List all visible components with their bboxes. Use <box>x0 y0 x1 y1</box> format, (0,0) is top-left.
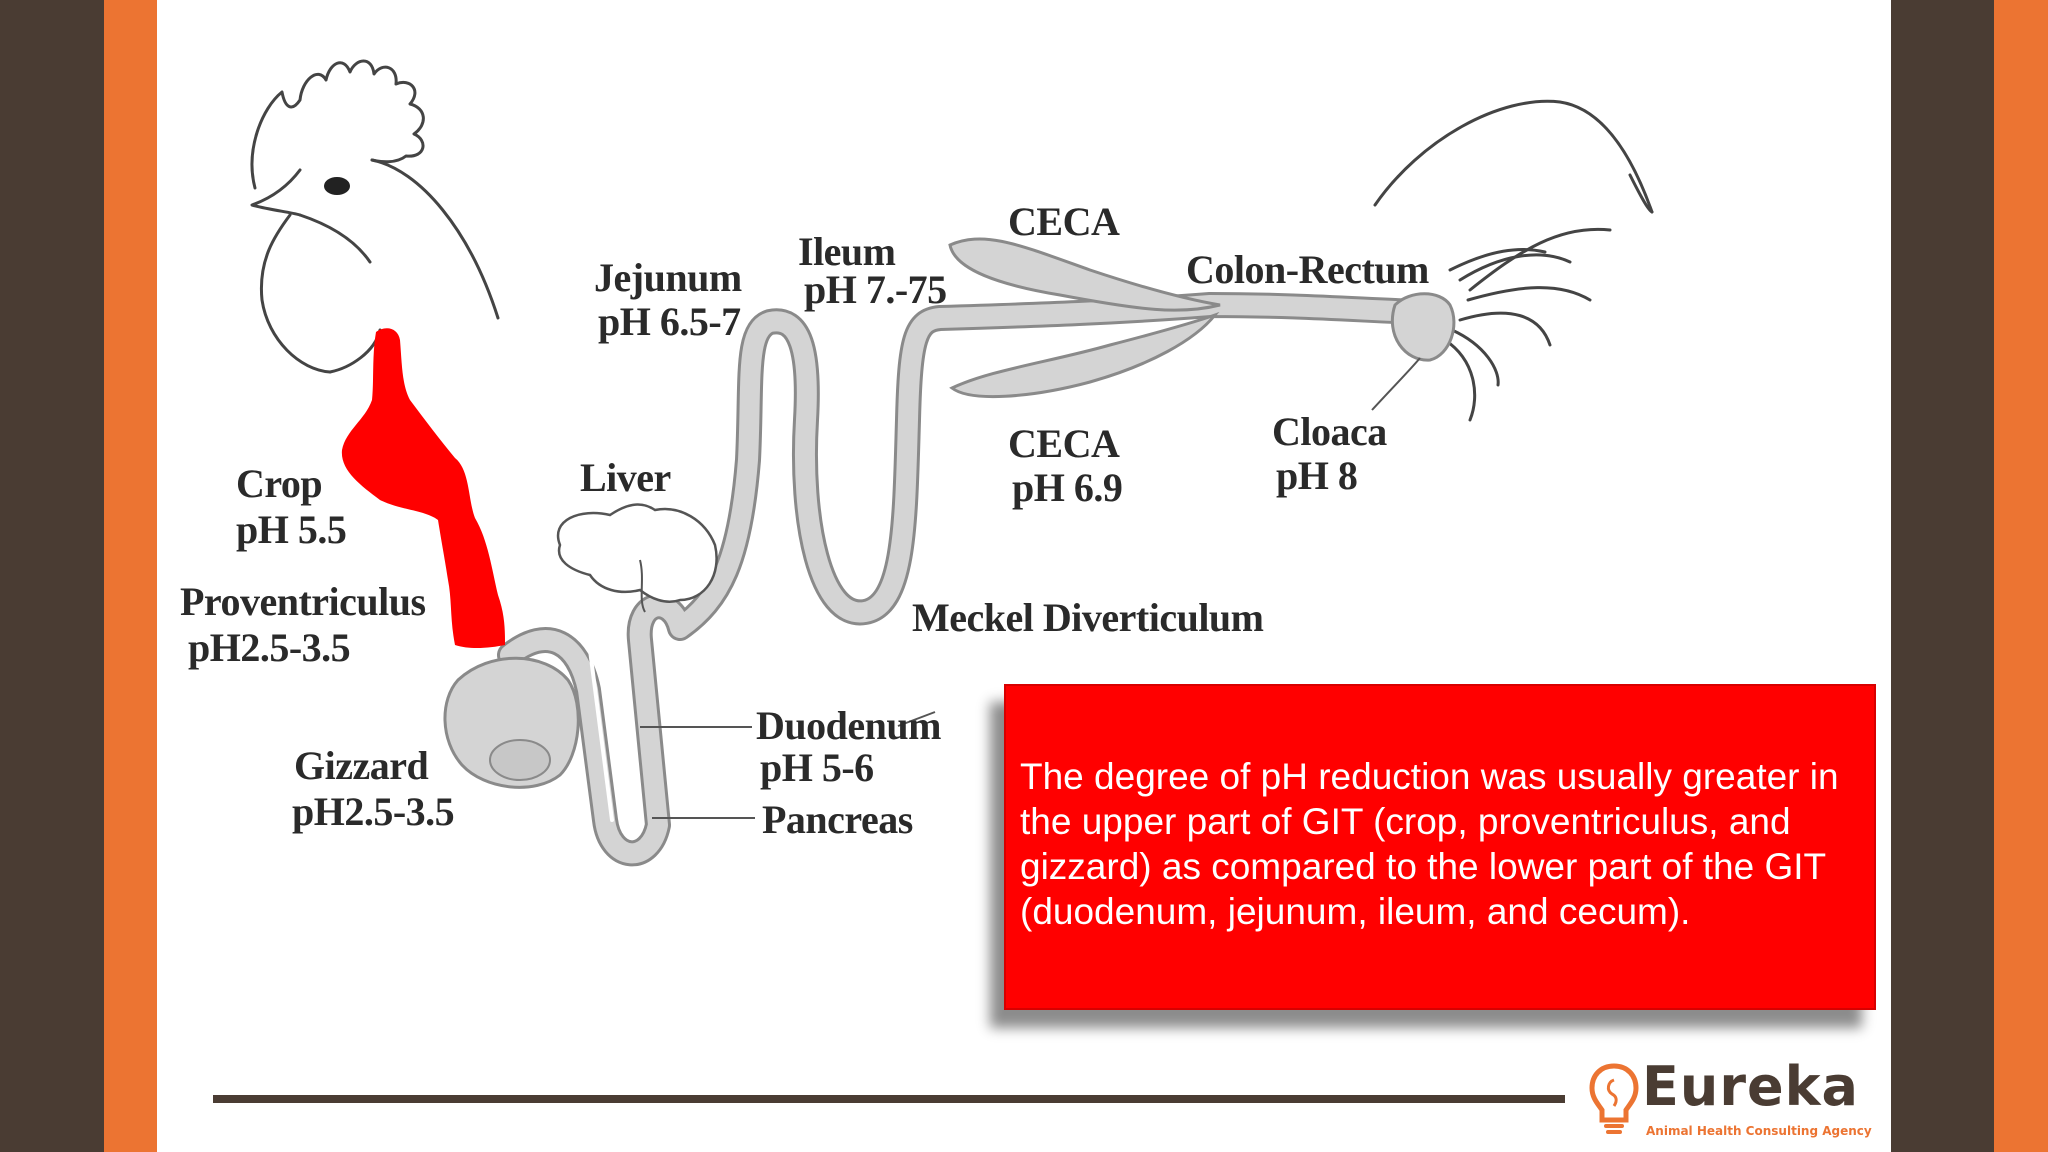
label-ileum-ph: pH 7.-75 <box>804 267 947 312</box>
summary-callout-text: The degree of pH reduction was usually g… <box>1020 756 1839 932</box>
label-proventriculus-ph: pH2.5-3.5 <box>188 625 351 670</box>
label-crop-ph: pH 5.5 <box>236 507 347 552</box>
label-cloaca: Cloaca <box>1272 409 1387 454</box>
label-ileum: Ileum <box>798 229 896 274</box>
cloaca-bulb <box>1390 292 1456 362</box>
leader-lines <box>640 357 1421 819</box>
label-liver: Liver <box>580 455 671 500</box>
eureka-logo: Eureka Animal Health Consulting Agency <box>1588 1058 1878 1142</box>
left-orange-band <box>104 0 157 1152</box>
label-duodenum: Duodenum <box>756 703 941 748</box>
label-ceca-bottom: CECA <box>1008 421 1120 466</box>
label-colon-rectum: Colon-Rectum <box>1186 247 1429 292</box>
intestinal-tract <box>497 292 1433 867</box>
label-proventriculus: Proventriculus <box>180 579 426 624</box>
label-ceca-top: CECA <box>1008 199 1120 244</box>
label-gizzard: Gizzard <box>294 743 429 788</box>
right-orange-band <box>1994 0 2048 1152</box>
label-jejunum: Jejunum <box>594 255 742 300</box>
label-ceca-bottom-ph: pH 6.9 <box>1012 465 1123 510</box>
rooster-tail-outline <box>1373 99 1654 422</box>
right-dark-band <box>1891 0 1994 1152</box>
rooster-head-outline <box>250 59 500 374</box>
label-crop: Crop <box>236 461 323 506</box>
liver-shape <box>556 503 718 603</box>
lightbulb-head-icon <box>1589 1063 1639 1134</box>
label-gizzard-ph: pH2.5-3.5 <box>292 789 455 834</box>
footer-rule <box>213 1095 1565 1103</box>
label-jejunum-ph: pH 6.5-7 <box>598 299 741 344</box>
summary-callout: The degree of pH reduction was usually g… <box>1004 684 1876 1010</box>
ceca-upper <box>948 237 1221 312</box>
crop-proventriculus-highlight <box>341 328 505 649</box>
left-dark-band <box>0 0 104 1152</box>
rooster-eye <box>324 177 350 195</box>
label-duodenum-ph: pH 5-6 <box>760 745 874 790</box>
logo-tagline: Animal Health Consulting Agency <box>1646 1124 1872 1138</box>
logo-wordmark: Eureka <box>1642 1055 1859 1118</box>
label-cloaca-ph: pH 8 <box>1276 453 1358 498</box>
label-meckel-diverticulum: Meckel Diverticulum <box>912 595 1264 640</box>
label-pancreas: Pancreas <box>762 797 913 842</box>
ceca-lower <box>949 311 1220 399</box>
